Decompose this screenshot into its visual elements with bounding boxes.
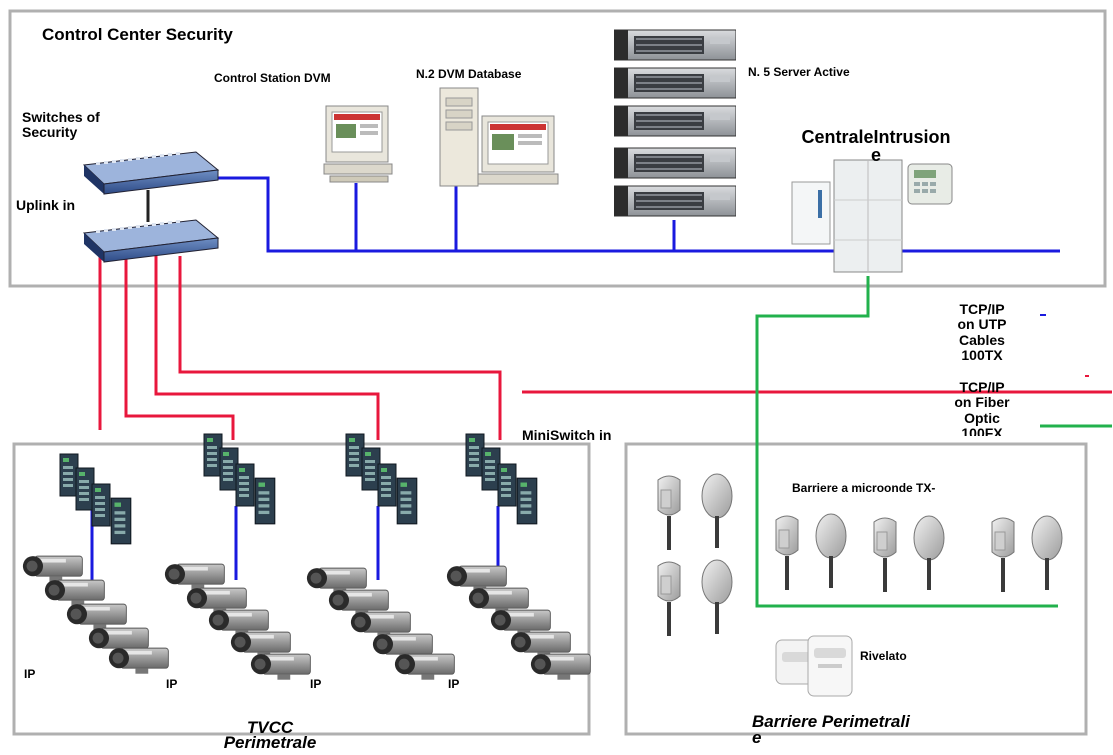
utp-backbone [213,176,1060,253]
ip-label-2: IP [166,677,178,691]
ground-lines [755,276,1112,608]
perimeter-panel [624,442,1088,736]
ip-label-1: IP [24,667,36,681]
control-center-title: Control Center Security [42,25,233,44]
camera-group-4 [446,565,591,681]
miniswitch-group-4 [465,433,538,525]
perimeter-title: Barriere Perimetrali e [752,712,910,748]
tvcc-title: TVCC Perimetrale [223,718,317,753]
microwave-barriers [657,473,1063,636]
fiber-lines [98,252,1112,440]
legend-fiber-clip: TCP/IP on Fiber Optic 100FX [938,380,1028,436]
uplink-label: Uplink in [16,197,76,213]
database-label: N.2 DVM Database [416,67,522,81]
servers-label: N. 5 Server Active [748,65,850,79]
control-station-computer [323,105,393,183]
miniswitch-group-2 [203,433,276,525]
intrusion-central [791,159,953,273]
control-station-label: Control Station DVM [214,71,331,85]
detector-sensors [775,635,853,697]
camera-group-3 [306,567,455,681]
security-switch-top [82,151,220,195]
database-workstation [439,87,559,187]
barriers-label: Barriere a microonde TX- [792,481,936,495]
intrusion-label: CentraleIntrusion e [801,127,951,165]
miniswitch-group-1 [59,453,132,545]
server-stack [614,29,736,217]
camera-group-1 [22,555,169,675]
legend-utp-label: TCP/IP on UTP Cables 100TX [957,301,1007,364]
security-switch-bottom [82,219,220,263]
tvcc-panel [12,442,591,736]
miniswitch-label: MiniSwitch in [522,427,612,443]
camera-group-2 [164,563,311,681]
switches-label: Switches of Security [22,109,100,141]
camera-drops [90,506,500,580]
ip-label-3: IP [310,677,322,691]
detector-label: Rivelato [860,649,907,663]
legend-fiber-label: TCP/IP on Fiber Optic 100FX [954,380,1010,436]
control-center-panel [8,9,1107,288]
ip-label-4: IP [448,677,460,691]
miniswitch-group-3 [345,433,418,525]
